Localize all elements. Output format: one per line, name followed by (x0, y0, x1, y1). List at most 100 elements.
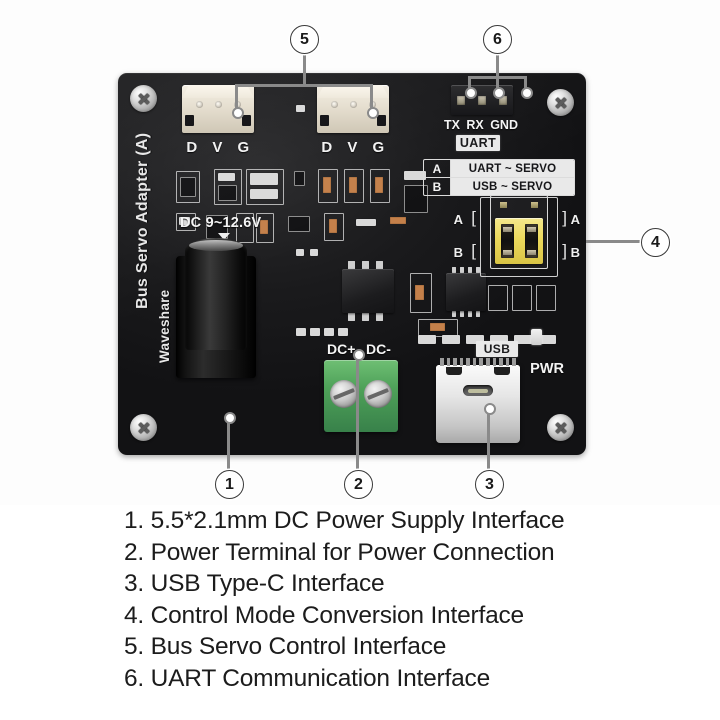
jumper-label-a-left: A (453, 212, 463, 227)
callout-marker-5: 5 (290, 25, 319, 54)
smd-outline (536, 285, 556, 311)
smd-outline (512, 285, 532, 311)
power-led-label: PWR (530, 361, 564, 377)
mode-table-row-b: B USB ~ SERVO (424, 177, 574, 195)
servo-pin-label-g: G (237, 139, 250, 156)
servo-pin (196, 101, 203, 108)
mode-value-a: UART ~ SERVO (451, 160, 574, 177)
caption-item-5: 5. Bus Servo Control Interface (124, 633, 447, 660)
caption-item-6: 6. UART Communication Interface (124, 664, 491, 692)
smd-resistor (260, 220, 268, 234)
callout-4-leader (586, 240, 641, 243)
uart-label-rx: RX (466, 118, 484, 132)
caption-list: 1. 5.5*2.1mm DC Power Supply Interface 2… (124, 505, 720, 694)
smd-pad (296, 249, 304, 256)
dc-polarity-arrow-icon (218, 233, 230, 240)
smd-pad (296, 105, 305, 112)
control-mode-jumper-zone[interactable] (480, 195, 558, 277)
smd-pad (442, 335, 460, 344)
callout-5-leader-bar (235, 84, 372, 87)
smd-pad (538, 335, 556, 344)
jumper-pad (500, 202, 507, 208)
usb-port-opening (463, 385, 493, 396)
uart-silkscreen-label: UART (456, 135, 500, 151)
servo-pin-label-v: V (212, 139, 223, 156)
callout-1-anchor (224, 412, 236, 424)
ic-qfn (446, 273, 486, 311)
callout-5-leader-branch-left (235, 84, 238, 110)
callout-6-leader-branch-1 (468, 76, 471, 90)
callout-6-anchor-1 (465, 87, 477, 99)
jumper-bracket-a-right: ] (562, 208, 567, 227)
dc-barrel-jack[interactable] (176, 238, 256, 378)
usb-clip-left (446, 367, 462, 375)
smd-outline (488, 285, 508, 311)
smd-outline (410, 273, 432, 313)
callout-5-anchor-left (232, 107, 244, 119)
callout-6-leader-branch-2 (496, 76, 499, 90)
callout-marker-1: 1 (215, 470, 244, 499)
smd-resistor (390, 217, 406, 224)
smd-pad (250, 189, 278, 199)
terminal-screw-negative[interactable] (364, 380, 392, 408)
connector-bevel (182, 85, 254, 98)
connector-notch-left (320, 115, 329, 126)
ic-pin (460, 311, 464, 317)
servo-pin-label-g: G (372, 139, 385, 156)
servo-pin-label-d: D (186, 139, 198, 156)
caption-item-1: 1. 5.5*2.1mm DC Power Supply Interface (124, 507, 565, 534)
smd-outline (318, 169, 338, 203)
callout-6-anchor-3 (521, 87, 533, 99)
feature-caption-list: 1. 5.5*2.1mm DC Power Supply Interface 2… (0, 505, 720, 694)
callout-6-leader-stem (496, 52, 499, 76)
callout-3-anchor (484, 403, 496, 415)
ic-pin (376, 312, 383, 321)
jumper-label-b-right: B (570, 245, 580, 260)
ic-pin (476, 267, 480, 273)
uart-label-gnd: GND (490, 118, 518, 132)
smd-pad (179, 217, 190, 225)
uart-pin-labels: TX RX GND (444, 118, 518, 132)
jumper-label-b-left: B (453, 245, 463, 260)
smd-pad (356, 219, 376, 226)
mode-key-a: A (424, 160, 451, 177)
board-title-silkscreen: Bus Servo Adapter (A) (134, 132, 151, 309)
brand-silkscreen: Waveshare (157, 289, 172, 364)
control-mode-table: A UART ~ SERVO B USB ~ SERVO (423, 159, 575, 196)
dc-input-voltage-label: DC 9~12.6V (180, 215, 262, 231)
callout-marker-6: 6 (483, 25, 512, 54)
mounting-screw-bottom-left (130, 414, 157, 441)
servo-connector-1-pin-labels: D V G (179, 139, 257, 156)
jumper-cap-block[interactable] (495, 218, 543, 264)
smd-resistor (375, 177, 383, 193)
product-photo: D V G D V G TX RX GND UART (0, 0, 720, 505)
ic-pin (348, 312, 355, 321)
power-led (531, 329, 542, 345)
terminal-label-negative: DC- (366, 341, 391, 357)
callout-6-anchor-2 (493, 87, 505, 99)
caption-item-3: 3. USB Type-C Interface (124, 570, 385, 597)
connector-notch-left (185, 115, 194, 126)
jumper-cap[interactable] (524, 224, 538, 258)
barrel-jack-cylinder (185, 238, 247, 350)
uart-pin-header[interactable] (451, 85, 513, 115)
jumper-pad (531, 202, 538, 208)
jumper-bracket-a-left: [ (471, 208, 476, 227)
ic-pin (376, 261, 383, 270)
power-terminal-block[interactable] (324, 360, 398, 432)
jumper-inner-outline (490, 195, 548, 269)
servo-pin (331, 101, 338, 108)
usb-type-c-connector[interactable] (436, 358, 520, 443)
usb-silkscreen-label: USB (476, 341, 518, 357)
servo-pin-label-d: D (321, 139, 333, 156)
jumper-cap[interactable] (500, 224, 514, 258)
smd-pad (490, 335, 508, 344)
terminal-screw-positive[interactable] (330, 380, 358, 408)
smd-outline (256, 213, 274, 243)
pcb-board: D V G D V G TX RX GND UART (118, 73, 586, 455)
smd-pad (514, 335, 532, 344)
smd-outline (324, 213, 344, 241)
smd-resistor (323, 177, 331, 193)
mode-key-b: B (424, 178, 451, 195)
ic-pin (468, 267, 472, 273)
